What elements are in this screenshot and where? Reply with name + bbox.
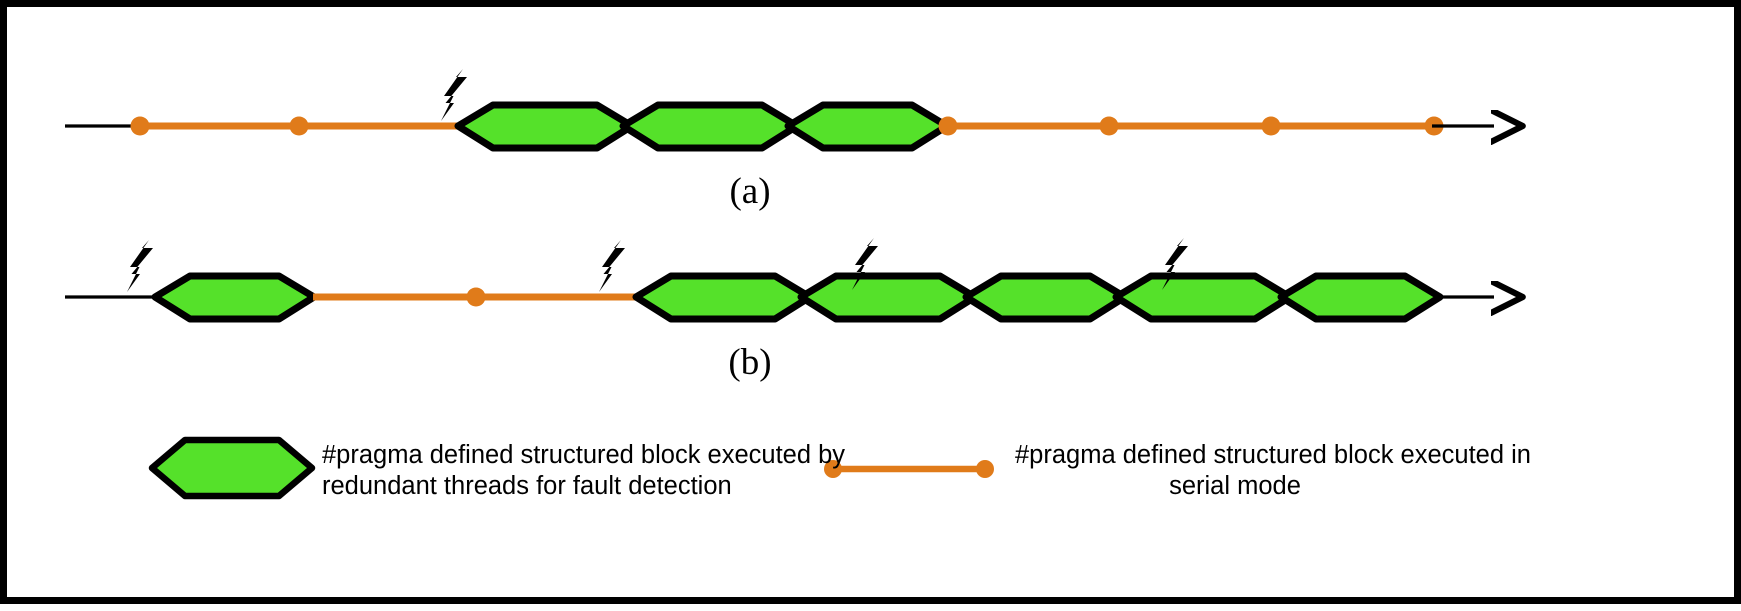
row-b-hexagon-2 [632,272,814,323]
row-a-hexagon-3 [784,101,951,152]
row-b-fault-bolt-2 [599,240,625,292]
row-a [65,69,1494,152]
row-b-caption: (b) [728,342,771,383]
row-b-hexagon-6 [1277,272,1444,323]
legend-serial-dot-left [824,460,842,478]
row-a-serial-dot-3 [938,116,958,136]
legend-hexagon-label: #pragma defined structured block execute… [322,440,846,502]
legend-serial-label-line1: #pragma defined structured block execute… [1015,441,1531,469]
row-a-serial-dot-4 [1099,116,1119,136]
row-a-fault-bolt-1 [441,69,467,121]
row-b-hexagon-3 [797,272,979,323]
row-a-serial-dot-5 [1261,116,1281,136]
legend [148,436,994,500]
row-a-caption: (a) [729,171,770,212]
diagram-canvas: (a) [65,69,1741,500]
row-b-hexagon-4 [962,272,1129,323]
legend-serial-label: #pragma defined structured block execute… [1015,440,1531,502]
row-b-fault-bolt-1 [127,240,153,292]
row-b-serial-dot-1 [466,287,486,307]
row-a-hexagon-1 [454,101,636,152]
row-a-serial-dot-2 [289,116,309,136]
legend-serial-dot-right [976,460,994,478]
legend-hexagon-label-line1: #pragma defined structured block execute… [322,441,846,469]
legend-hexagon-label-line2: redundant threads for fault detection [322,472,732,500]
legend-serial-label-line2: serial mode [1169,472,1301,500]
row-a-hexagon-2 [619,101,801,152]
row-b-hexagon-1 [151,272,318,323]
row-a-serial-dot-1 [130,116,150,136]
legend-hexagon-swatch [148,436,316,500]
row-b-hexagon-5 [1112,272,1294,323]
row-b [65,238,1494,323]
